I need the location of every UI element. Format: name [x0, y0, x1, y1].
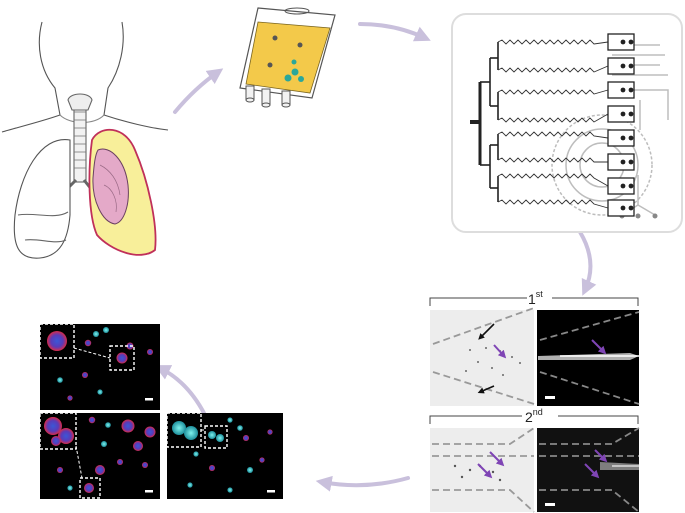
stage-1-brightfield-image	[430, 307, 535, 406]
stage-1-suffix: st	[535, 289, 543, 299]
scale-bar	[267, 490, 275, 493]
stage-1-brackets	[429, 297, 639, 306]
stage-2-suffix: nd	[532, 407, 543, 417]
stage-2-brackets	[429, 415, 639, 424]
human-torso-icon	[1, 21, 169, 259]
workflow-arrows	[154, 22, 597, 492]
stage-1-fluorescence-image	[537, 310, 640, 406]
microfluidic-chip-icon	[451, 13, 683, 233]
scale-bar	[145, 490, 153, 493]
stage-2-label: 2nd	[525, 407, 543, 425]
cell-image-bottom-right	[166, 412, 283, 499]
flow-arrow-bag-to-chip	[358, 22, 431, 42]
stage-2-brightfield-image	[430, 427, 535, 513]
scale-bar	[145, 398, 153, 401]
flow-arrow-images-to-top	[154, 365, 207, 417]
stage-2-fluorescence-image	[537, 427, 640, 513]
flow-arrow-torso-to-bag	[173, 68, 224, 114]
flow-arrow-stage2-to-images	[315, 475, 410, 492]
scale-bar	[545, 503, 555, 506]
lung-tumor-icon	[88, 128, 157, 256]
fluid-bag-icon	[239, 7, 336, 108]
scale-bar	[545, 396, 555, 399]
stage-1-label: 1st	[528, 289, 543, 307]
stage-2-number: 2	[525, 409, 533, 425]
cell-image-bottom-left	[39, 412, 160, 499]
cell-image-top	[39, 323, 160, 410]
flow-arrow-chip-to-stage1	[578, 230, 597, 296]
stage-1-number: 1	[528, 291, 536, 307]
